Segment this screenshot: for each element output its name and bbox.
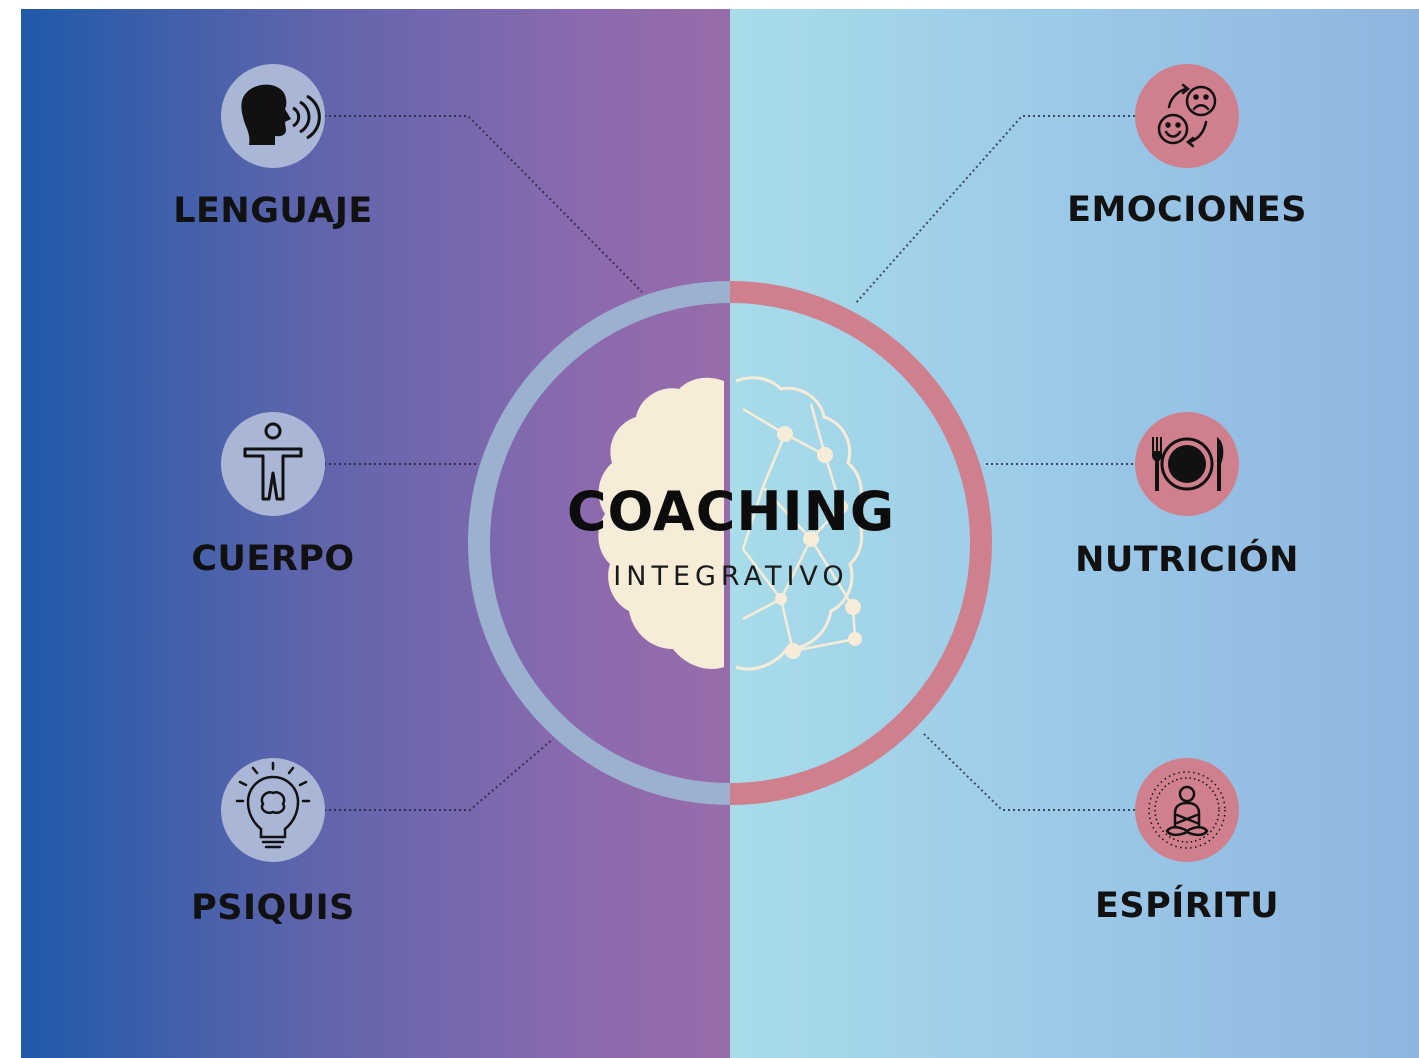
diagram-graphics — [221, 64, 1239, 862]
espiritu-node-icon — [1135, 758, 1239, 862]
brain-right-outline — [735, 376, 864, 671]
human-figure-icon — [243, 422, 303, 501]
emotions-faces-icon — [1157, 83, 1217, 148]
emociones-node-icon — [1135, 64, 1239, 168]
label-emociones: EMOCIONES — [1067, 190, 1307, 230]
center-ring — [468, 281, 992, 805]
connector-emociones — [854, 115, 1135, 305]
label-lenguaje: LENGUAJE — [173, 191, 373, 231]
neural-nodes — [775, 426, 862, 659]
lenguaje-node-icon — [221, 64, 325, 168]
label-espiritu: ESPÍRITU — [1094, 886, 1280, 926]
label-nutricion: NUTRICIÓN — [1075, 540, 1299, 580]
nutricion-node-icon — [1135, 412, 1239, 516]
ring-right-half — [729, 281, 992, 805]
cuerpo-node-icon — [221, 412, 325, 516]
connector-lines — [324, 115, 1135, 811]
brain-left-half — [598, 377, 724, 669]
brain-icon — [598, 376, 864, 671]
connector-espiritu — [922, 732, 1135, 811]
lightbulb-brain-icon — [235, 761, 311, 849]
label-cuerpo: CUERPO — [191, 539, 355, 579]
right-panel — [730, 9, 1419, 1058]
ring-left-half — [468, 281, 731, 805]
plate-cutlery-icon — [1152, 437, 1224, 491]
center-subtitle: INTEGRATIVO — [613, 561, 849, 592]
connector-psiquis — [324, 738, 554, 811]
meditation-icon — [1148, 771, 1226, 849]
label-psiquis: PSIQUIS — [191, 888, 355, 928]
psiquis-node-icon — [221, 758, 325, 862]
diagram-canvas: COACHING INTEGRATIVO LENGUAJE CUERPO PSI… — [21, 9, 1419, 1058]
center-title: COACHING — [566, 480, 896, 543]
speaking-head-icon — [241, 84, 321, 145]
